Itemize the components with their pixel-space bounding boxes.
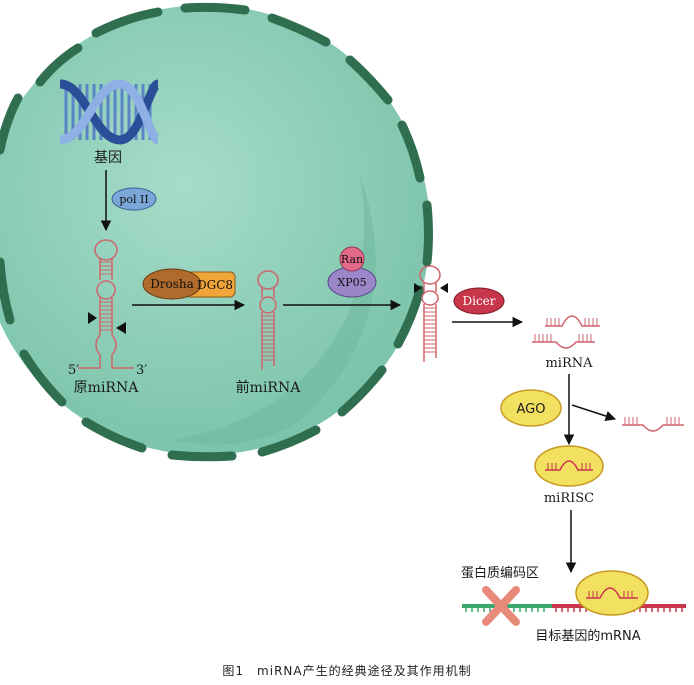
dicer-oval: Dicer xyxy=(453,287,505,315)
figure-caption: 图1 miRNA产生的经典途径及其作用机制 xyxy=(222,663,471,678)
coding-region-label: 蛋白质编码区 xyxy=(461,565,539,581)
cleavage-marker-right xyxy=(116,322,126,334)
dicer-label: Dicer xyxy=(462,294,495,308)
cytoplasmic-pre-mirna xyxy=(419,265,441,362)
gene-label: 基因 xyxy=(94,149,122,166)
pri-mirna-label: 原miRNA xyxy=(74,380,140,396)
pre-mirna-hairpin xyxy=(257,270,279,370)
bound-mirisc xyxy=(575,570,649,616)
ago-label: AGO xyxy=(517,402,546,417)
ran-label: Ran xyxy=(341,253,363,266)
mirisc-complex xyxy=(534,445,604,487)
drosha-label: Drosha xyxy=(150,277,194,291)
three-prime-label: 3′ xyxy=(136,363,147,378)
dicer-cut-marker-right xyxy=(440,283,448,293)
dna-helix-icon xyxy=(59,79,161,145)
cleavage-marker-left xyxy=(88,312,97,324)
dicer-cut-marker-left xyxy=(414,283,422,293)
pol2-oval: pol II xyxy=(111,187,157,211)
mirna-label: miRNA xyxy=(545,356,593,371)
passenger-strand-arrow xyxy=(571,404,616,422)
drosha-dgc8-complex: Drosha DGC8 xyxy=(142,268,236,300)
pre-mirna-label: 前miRNA xyxy=(236,379,302,396)
pri-mirna-hairpin xyxy=(78,239,134,369)
nucleus xyxy=(0,2,433,462)
dgc8-label: DGC8 xyxy=(197,278,233,292)
mirisc-label: miRISC xyxy=(544,491,594,506)
translation-blocked-cross-icon xyxy=(482,586,520,626)
ago-oval: AGO xyxy=(500,389,562,427)
target-mrna-label: 目标基因的mRNA xyxy=(535,628,640,644)
passenger-strand xyxy=(622,417,684,432)
xpo5-label: XP05 xyxy=(337,276,366,289)
mirna-duplex xyxy=(532,315,600,349)
ran-xpo5-complex: Ran XP05 xyxy=(327,246,377,298)
five-prime-label: 5′ xyxy=(68,363,79,378)
nuclear-membrane xyxy=(0,2,433,462)
pol2-label: pol II xyxy=(119,193,148,206)
